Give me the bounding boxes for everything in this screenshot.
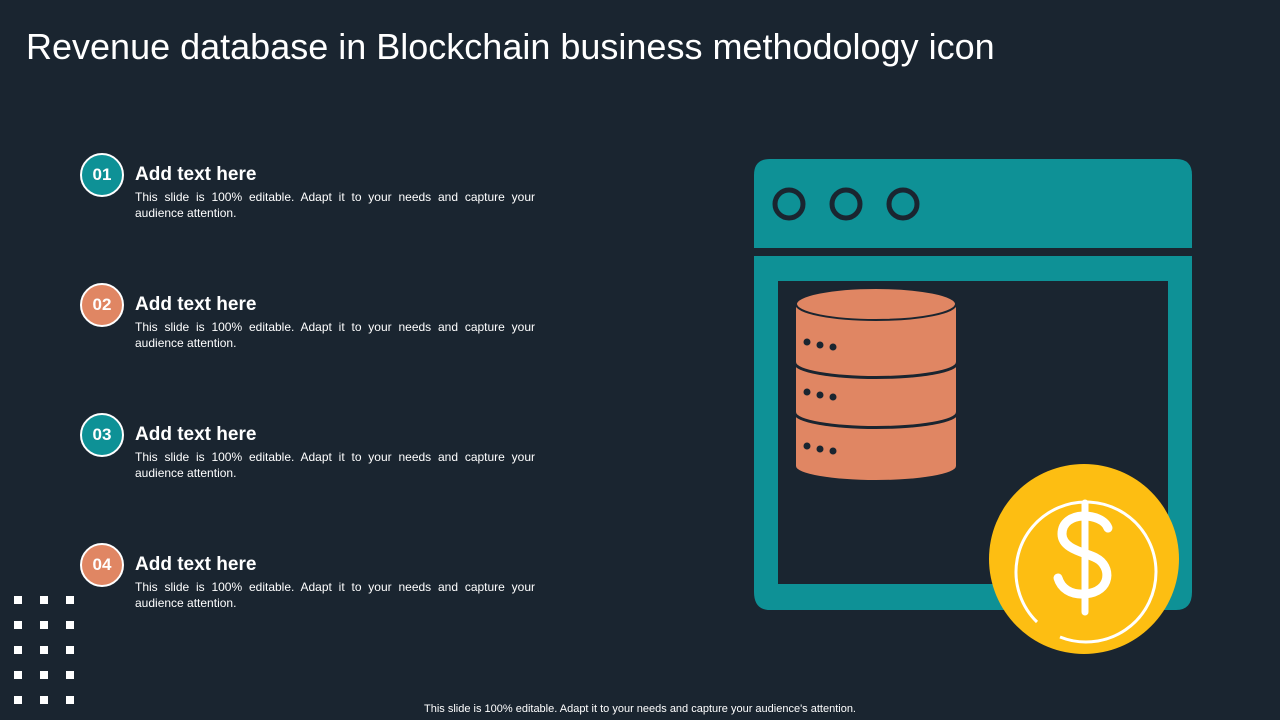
item-description-4: This slide is 100% editable. Adapt it to…: [135, 580, 535, 610]
item-heading-2: Add text here: [135, 294, 257, 315]
slide-title: Revenue database in Blockchain business …: [26, 26, 995, 67]
item-heading-3: Add text here: [135, 424, 257, 445]
item-description-2: This slide is 100% editable. Adapt it to…: [135, 320, 535, 350]
list-item-4: 04 Add text here This slide is 100% edit…: [80, 543, 540, 633]
item-description-1: This slide is 100% editable. Adapt it to…: [135, 190, 535, 220]
list-item-3: 03 Add text here This slide is 100% edit…: [80, 413, 540, 503]
number-badge-4: 04: [80, 543, 124, 587]
revenue-database-illustration: [740, 150, 1210, 670]
dollar-coin-icon: [989, 464, 1179, 654]
number-badge-1: 01: [80, 153, 124, 197]
item-heading-1: Add text here: [135, 164, 257, 185]
item-heading-4: Add text here: [135, 554, 257, 575]
database-icon: [794, 287, 958, 480]
number-badge-3: 03: [80, 413, 124, 457]
item-description-3: This slide is 100% editable. Adapt it to…: [135, 450, 535, 480]
decorative-dot-grid: [14, 596, 78, 708]
list-item-1: 01 Add text here This slide is 100% edit…: [80, 153, 540, 243]
list-item-2: 02 Add text here This slide is 100% edit…: [80, 283, 540, 373]
number-badge-2: 02: [80, 283, 124, 327]
footer-note: This slide is 100% editable. Adapt it to…: [424, 703, 856, 715]
